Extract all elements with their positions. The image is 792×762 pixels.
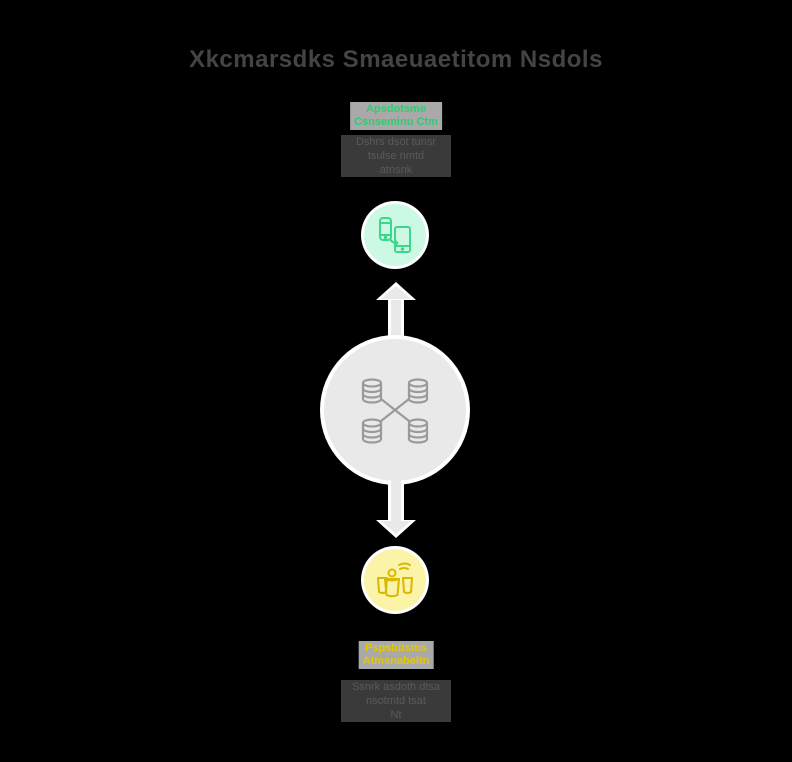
- top-node: [361, 201, 429, 269]
- arrow-down-icon: [376, 480, 416, 538]
- center-node: [320, 335, 470, 485]
- bottom-desc-line-1: Ssnrk asdoth dtsa: [351, 681, 441, 693]
- bottom-node-label: Pspsbitsms Atmsnabeltn: [358, 641, 434, 669]
- diagram-title: Xkcmarsdks Smaeuaetitom Nsdols: [189, 46, 603, 73]
- bottom-node: [361, 546, 429, 614]
- mobile-devices-sync-icon: [379, 217, 411, 253]
- people-data-buckets-icon: [377, 562, 413, 598]
- arrow-up-icon: [376, 282, 416, 340]
- bottom-label-line-2: Atmsnabeltn: [362, 655, 430, 667]
- top-desc-line-3: atnsnk: [379, 164, 413, 176]
- top-label-line-2: Csnseminu Ctm: [354, 116, 438, 128]
- bottom-desc-line-3: Nt: [390, 709, 402, 721]
- top-node-label: Apsdotsme Csnseminu Ctm: [350, 102, 442, 130]
- bottom-label-line-1: Pspsbitsms: [365, 642, 427, 654]
- distributed-databases-icon: [361, 378, 429, 444]
- bottom-desc-line-2: nsotmtd tsat: [366, 695, 426, 707]
- top-node-description: Dshrs dsot tunsr tsulse nmtd atnsnk: [341, 135, 451, 177]
- top-desc-line-2: tsulse nmtd: [367, 150, 425, 162]
- bottom-node-description: Ssnrk asdoth dtsa nsotmtd tsat Nt: [341, 680, 451, 722]
- top-desc-line-1: Dshrs dsot tunsr: [355, 136, 437, 148]
- background-dot-grid: [440, 150, 792, 762]
- top-label-line-1: Apsdotsme: [366, 103, 426, 115]
